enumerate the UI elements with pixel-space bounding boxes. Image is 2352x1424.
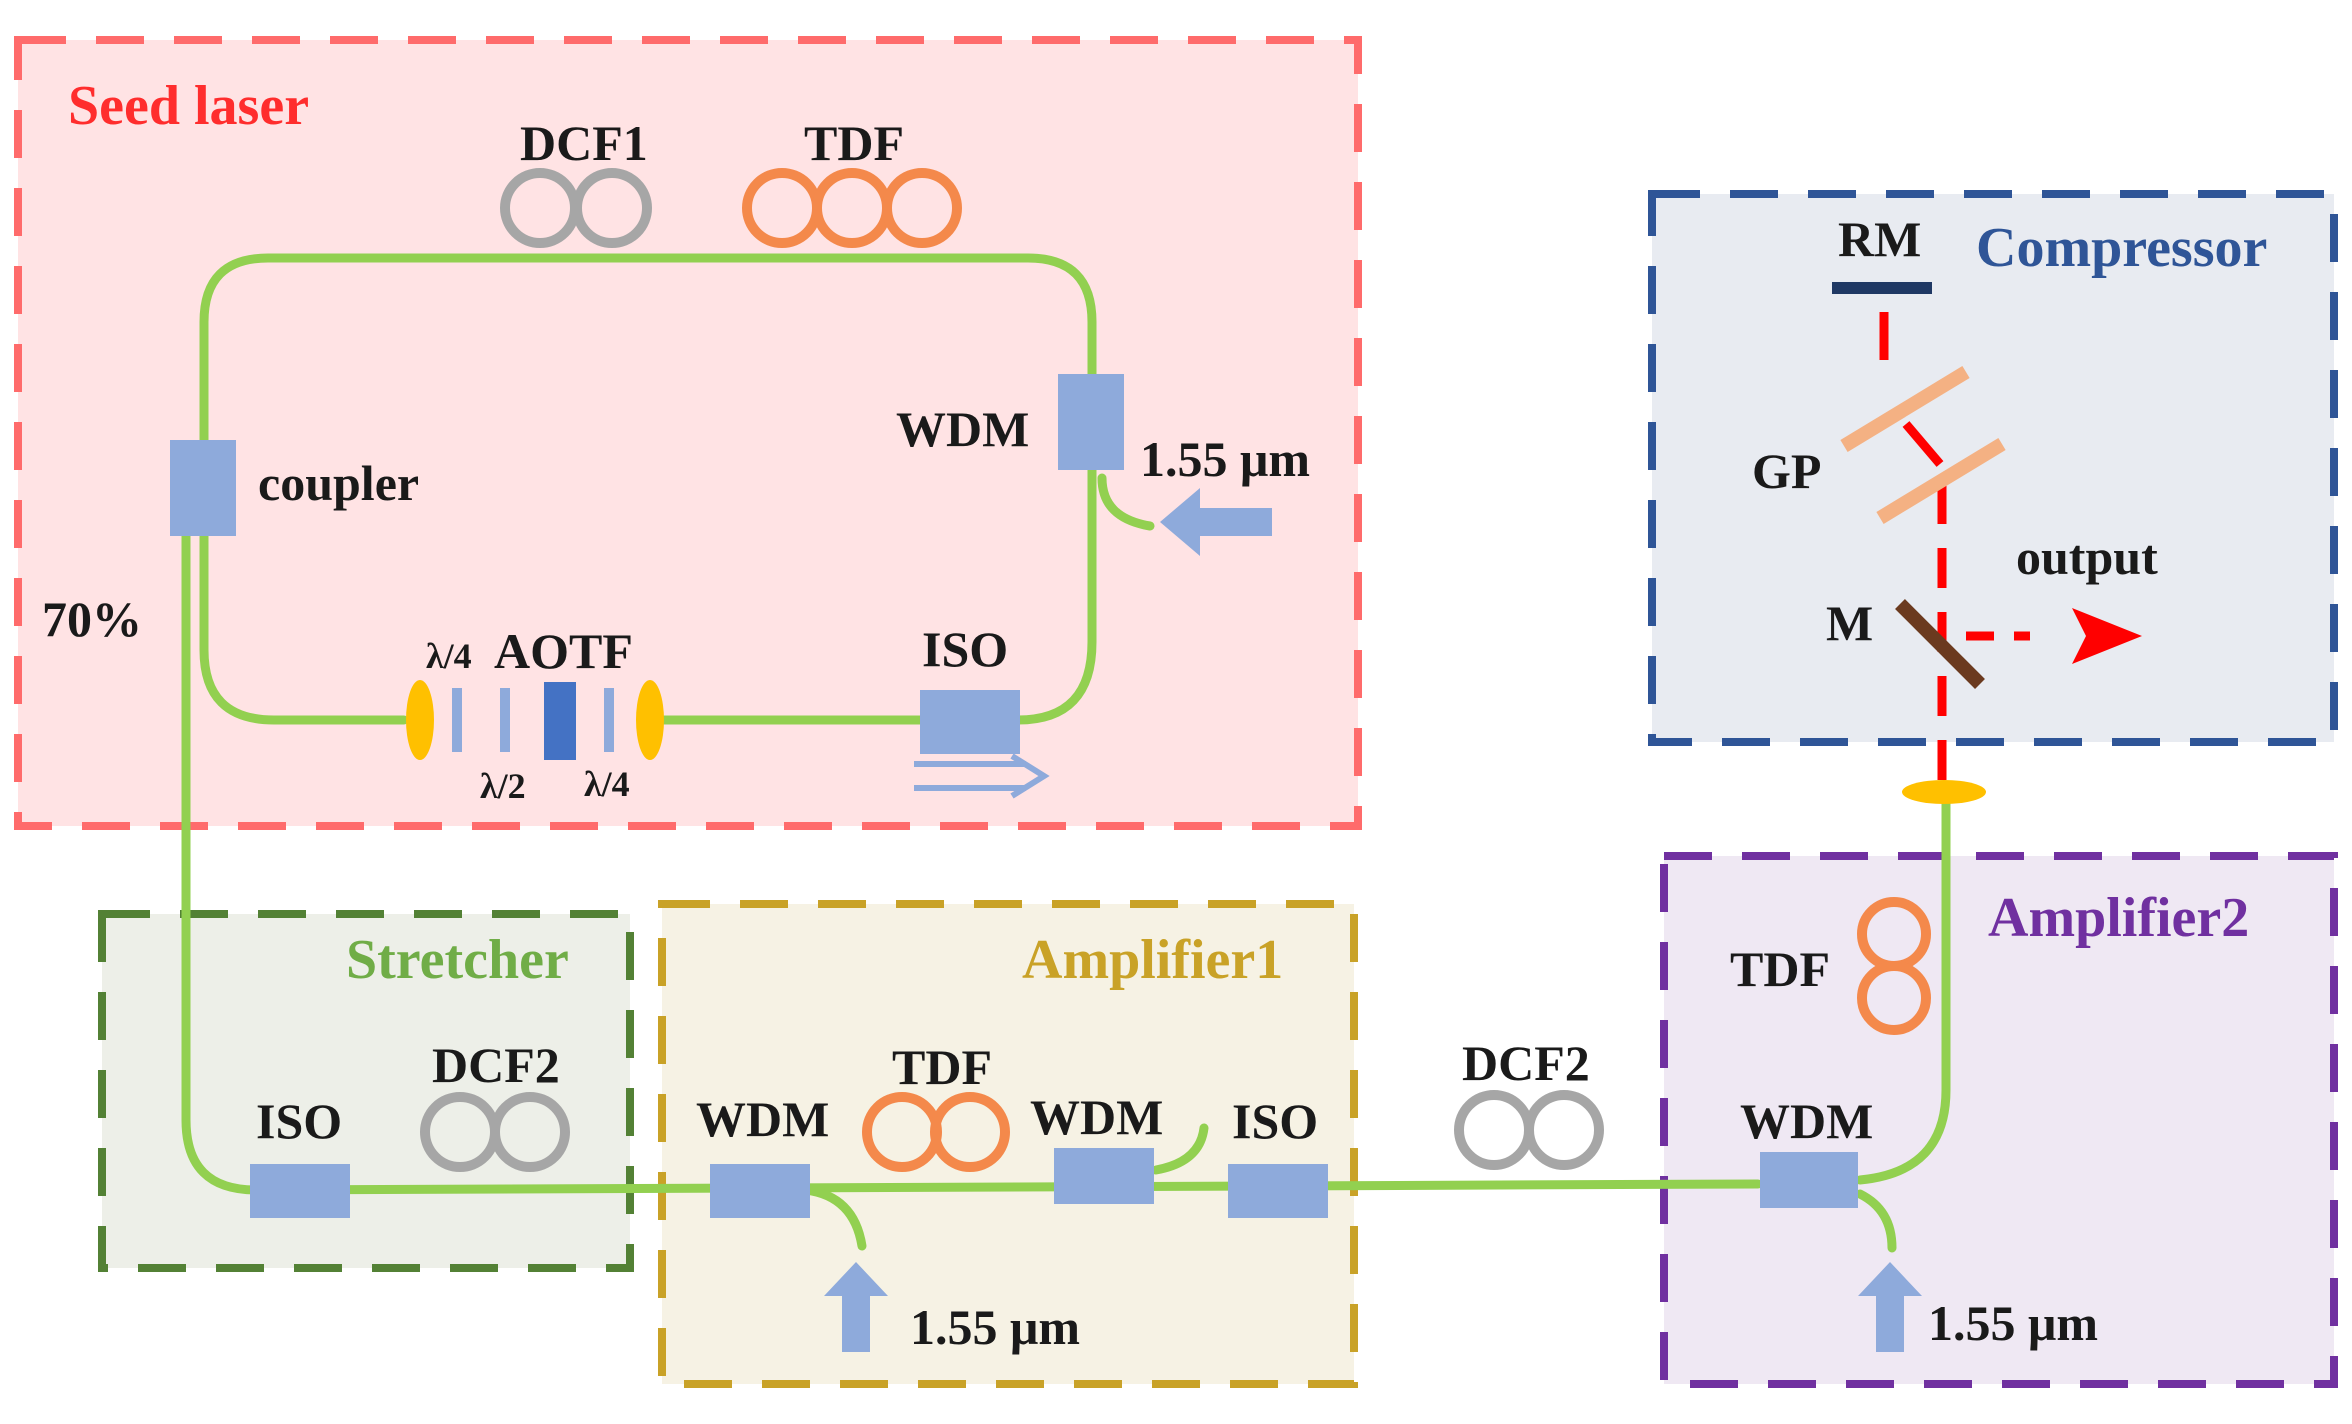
wdm-amp2-label: WDM	[1740, 1093, 1873, 1149]
qwp-left-plate	[452, 688, 462, 752]
qwp-left-label: λ/4	[426, 636, 472, 676]
tdf-amp2-coil	[1857, 897, 1931, 1035]
seed-output-fiber	[181, 493, 1763, 1195]
wdm-amp1-in-component	[710, 1164, 810, 1218]
seed-pump-fiber	[1097, 473, 1155, 531]
iso-seed-label: ISO	[922, 621, 1008, 677]
qwp-right-plate	[604, 688, 614, 752]
pump-amp1-label: 1.55 μm	[910, 1299, 1080, 1355]
aotf-label: AOTF	[494, 623, 633, 679]
grating-1	[1840, 366, 1970, 452]
wdm-amp1-out-label: WDM	[1030, 1089, 1163, 1145]
grating-2	[1876, 438, 2006, 524]
wdm-seed-component	[1058, 374, 1124, 470]
pump-arrow-amp2	[1858, 1262, 1922, 1352]
pump-seed-label: 1.55 μm	[1140, 431, 1310, 487]
dcf2-mid-label: DCF2	[1462, 1035, 1590, 1091]
output-arrow	[2072, 608, 2142, 664]
qwp-right-label: λ/4	[584, 764, 630, 804]
coupler-component	[170, 440, 236, 536]
iso-stretcher-label: ISO	[256, 1093, 342, 1149]
seed-laser-box	[14, 36, 1362, 830]
pump-arrow-amp1	[824, 1262, 888, 1352]
tdf-seed-label: TDF	[804, 115, 904, 171]
wdm-amp1-in-label: WDM	[696, 1091, 829, 1147]
mirror-m	[1895, 599, 1985, 689]
compressor-box	[1648, 190, 2338, 746]
m-label: M	[1826, 595, 1873, 651]
seed-laser-title: Seed laser	[68, 75, 309, 137]
coupler-ratio-label: 70%	[42, 591, 142, 647]
seed-ring-fiber	[199, 253, 1097, 725]
compressor-title: Compressor	[1976, 217, 2267, 279]
lens-left	[406, 680, 434, 760]
coupler-label: coupler	[258, 455, 419, 511]
hwp-label: λ/2	[480, 766, 526, 806]
wdm-amp1-out-component	[1054, 1148, 1154, 1204]
amp2-pump-fiber	[1855, 1189, 1897, 1253]
direction-arrow-seed	[914, 753, 1050, 799]
dcf1-coil	[500, 168, 652, 248]
dcf2-stretcher-label: DCF2	[432, 1037, 560, 1093]
output-label: output	[2016, 529, 2158, 585]
pump-amp2-label: 1.55 μm	[1928, 1295, 2098, 1351]
pump-arrow-seed	[1160, 488, 1272, 556]
wdm-amp2-component	[1760, 1152, 1858, 1208]
amp1-pump-fiber	[801, 1185, 867, 1251]
amplifier1-title: Amplifier1	[1022, 929, 1283, 991]
iso-seed-component	[920, 690, 1020, 754]
amplifier2-title: Amplifier2	[1988, 887, 2249, 949]
stretcher-title: Stretcher	[346, 929, 569, 991]
amp1-branch-fiber	[1151, 1123, 1209, 1175]
tdf-amp1-label: TDF	[892, 1039, 992, 1095]
dcf2-mid-coil	[1454, 1090, 1604, 1170]
amp2-output-fiber	[1855, 795, 1951, 1185]
aotf-crystal	[544, 682, 576, 760]
tdf-amp2-label: TDF	[1730, 941, 1830, 997]
iso-stretcher-component	[250, 1164, 350, 1218]
lens-right	[636, 680, 664, 760]
seed-ring-bottom-fiber	[199, 479, 409, 725]
rm-label: RM	[1838, 211, 1921, 267]
hwp-plate	[500, 688, 510, 752]
dcf2-stretcher-coil	[420, 1092, 570, 1172]
iso-amp1-label: ISO	[1232, 1093, 1318, 1149]
fibers	[181, 253, 1951, 1253]
tdf-amp1-coil	[862, 1092, 1010, 1172]
dcf1-label: DCF1	[520, 115, 648, 171]
gp-label: GP	[1752, 443, 1821, 499]
wdm-seed-label: WDM	[896, 401, 1029, 457]
aotf-assembly	[406, 680, 664, 760]
lens-output	[1902, 780, 1986, 804]
iso-amp1-component	[1228, 1164, 1328, 1218]
amplifier2-box	[1660, 852, 2338, 1388]
tdf-seed-coil	[742, 168, 962, 248]
